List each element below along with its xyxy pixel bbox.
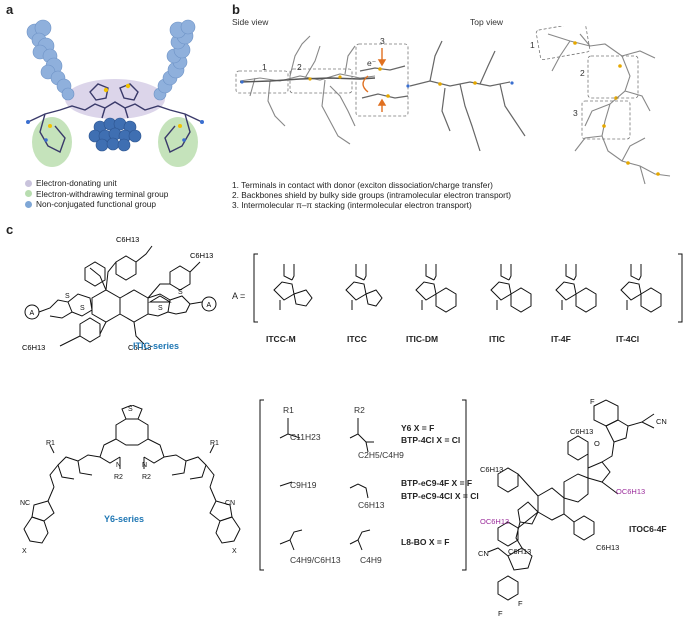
y6-nc-left: NC (20, 500, 30, 507)
r1-value-row-3: C4H9/C6H13 (290, 555, 341, 565)
panel-label-b: b (232, 2, 240, 17)
legend-swatch-donor (25, 179, 32, 187)
c6h13-top-2: C6H13 (190, 251, 213, 260)
y6-n-left: N (116, 462, 121, 469)
top-box-label-1: 1 (530, 40, 535, 50)
acceptor-name-l8-bo: L8-BO X = F (401, 537, 450, 547)
svg-text:S: S (80, 305, 85, 312)
a-equals-label: A = (232, 291, 246, 301)
y6-r2-right: R2 (142, 474, 151, 481)
r1-value-row-2: C9H19 (290, 480, 317, 490)
itoc-c6h13-2: C6H13 (480, 465, 503, 474)
itoc-c6h13-1: C6H13 (570, 427, 593, 436)
y6-r1-left: R1 (46, 440, 55, 447)
y6-x-left: X (22, 548, 27, 555)
end-group-label-itic-dm: ITIC-DM (406, 334, 439, 344)
end-group-label-itcc: ITCC (347, 334, 367, 344)
panel-b-structure-views (235, 26, 671, 185)
r1-value-row-1: C11H23 (290, 432, 321, 442)
y6-n-right: N (142, 462, 147, 469)
legend-item-donor: Electron-donating unit (25, 178, 168, 189)
acceptor-name-btp-ec9-4cl: BTP-eC9-4Cl X = Cl (401, 491, 479, 501)
r2-value-row-1: C2H5/C4H9 (358, 450, 404, 460)
acceptor-name-y6: Y6 X = F (401, 423, 435, 433)
top-view-label: Top view (470, 17, 504, 27)
itoc-f-top-1: F (590, 398, 595, 406)
legend-label-nonconjugated: Non-conjugated functional group (36, 199, 156, 209)
panel-label-c: c (6, 222, 14, 237)
itoc-c6h13-3: C6H13 (596, 543, 619, 552)
itoc-f-bottom-2: F (518, 599, 523, 608)
c6h13-bottom-2: C6H13 (128, 343, 151, 352)
r2-value-row-3: C4H9 (360, 555, 382, 565)
itoc6-4f-structure: F F CN O C6H13 C6H13 OC6H13 OC6H13 C6H13… (478, 398, 667, 618)
legend-swatch-nonconjugated (25, 200, 32, 208)
c6h13-bottom-1: C6H13 (22, 343, 45, 352)
itoc-oc6h13-left: OC6H13 (480, 517, 509, 526)
legend-item-acceptor: Electron-withdrawing terminal group (25, 189, 168, 200)
itoc6-4f-label: ITOC6-4F (629, 524, 667, 534)
panel-b-notes: 1. Terminals in contact with donor (exci… (232, 180, 511, 211)
itic-core-structure: A A C6H13 C6H13 C6H13 C6H13 S S S S (22, 235, 217, 352)
itic-series-label: ITIC-series (133, 341, 180, 351)
svg-text:S: S (178, 289, 183, 296)
a-symbol-left: A (30, 310, 35, 317)
legend-label-donor: Electron-donating unit (36, 178, 117, 188)
y6-r1-right: R1 (210, 440, 219, 447)
itoc-cn-bottom: CN (478, 549, 489, 558)
y6-x-right: X (232, 548, 237, 555)
y6-r2-left: R2 (114, 474, 123, 481)
side-box-label-2: 2 (297, 62, 302, 72)
itoc-o-top: O (594, 439, 600, 448)
itoc-f-top-2: F (604, 398, 609, 400)
legend-swatch-acceptor (25, 190, 32, 198)
r1-header: R1 (283, 405, 294, 415)
top-box-label-2: 2 (580, 68, 585, 78)
itoc-f-bottom-1: F (498, 609, 503, 618)
end-group-label-it-4f: IT-4F (551, 334, 571, 344)
panel-label-a: a (6, 2, 14, 17)
y6-core-structure: S N N R1 R1 R2 R2 NC CN X X (20, 405, 241, 555)
r-group-table-bracket (259, 399, 467, 571)
legend-item-nonconjugated: Non-conjugated functional group (25, 199, 168, 210)
acceptor-name-btp-ec9-4f: BTP-eC9-4F X = F (401, 478, 473, 488)
note-3: 3. Intermolecular π–π stacking (intermol… (232, 200, 472, 211)
end-group-label-it-4cl: IT-4Cl (616, 334, 640, 344)
side-box-label-3: 3 (380, 36, 385, 46)
top-box-label-3: 3 (573, 108, 578, 118)
acceptor-name-btp-4cl: BTP-4Cl X = Cl (401, 435, 461, 445)
note-1: 1. Terminals in contact with donor (exci… (232, 180, 493, 190)
y6-cn-right: CN (225, 500, 235, 507)
end-group-label-itic: ITIC (489, 334, 506, 344)
svg-text:S: S (158, 305, 163, 312)
itoc-c6h13-4: C6H13 (508, 547, 531, 556)
itoc-cn-top: CN (656, 417, 667, 426)
side-view-label: Side view (232, 17, 269, 27)
r2-value-row-2: C6H13 (358, 500, 385, 510)
panel-a-legend: Electron-donating unit Electron-withdraw… (25, 178, 168, 210)
y6-s-label: S (128, 406, 133, 413)
c6h13-top-1: C6H13 (116, 235, 139, 244)
y6-series-label: Y6-series (104, 514, 145, 524)
electron-label: e⁻ (367, 58, 377, 68)
legend-label-acceptor: Electron-withdrawing terminal group (36, 188, 169, 199)
panel-a-molecule-illustration (26, 19, 204, 167)
note-2: 2. Backbones shield by bulky side groups… (232, 190, 512, 201)
itoc-oc6h13-right: OC6H13 (616, 487, 645, 496)
a-symbol-right: A (207, 302, 212, 309)
end-group-label-itcc-m: ITCC-M (266, 334, 296, 344)
end-groups-structures (253, 253, 683, 323)
side-box-label-1: 1 (262, 62, 267, 72)
svg-text:S: S (65, 293, 70, 300)
r2-header: R2 (354, 405, 365, 415)
